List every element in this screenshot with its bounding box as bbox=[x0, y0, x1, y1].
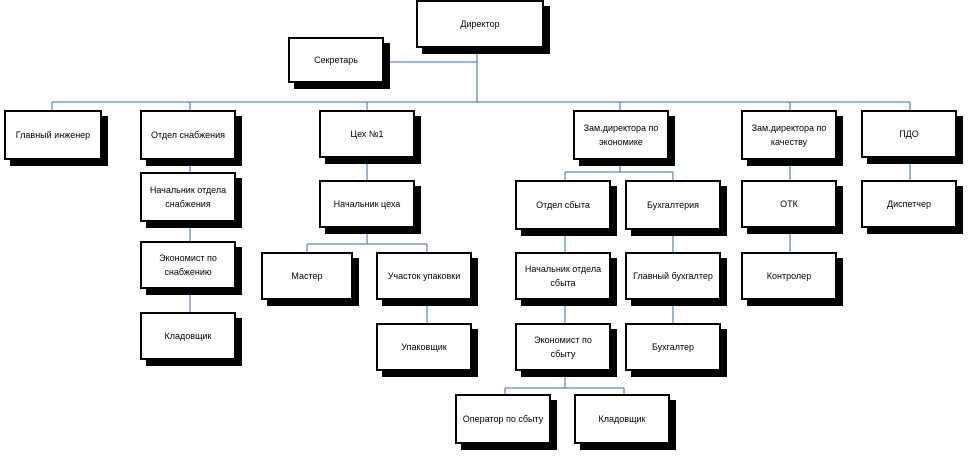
node-controller: Контролер bbox=[741, 252, 837, 300]
node-sales-dept: Отдел сбыта bbox=[515, 180, 611, 230]
node-accounting: Бухгалтерия bbox=[625, 180, 721, 230]
node-dispatcher: Диспетчер bbox=[861, 180, 957, 228]
node-packer: Упаковщик bbox=[376, 323, 472, 371]
node-deputy-quality: Зам.директора по качеству bbox=[741, 110, 837, 160]
node-supply-storekeeper: Кладовщик bbox=[140, 312, 236, 360]
node-accountant: Бухгалтер bbox=[625, 323, 721, 371]
node-master: Мастер bbox=[261, 252, 353, 300]
node-packing-area: Участок упаковки bbox=[376, 252, 472, 300]
node-workshop-head: Начальник цеха bbox=[319, 180, 415, 228]
node-sales-head: Начальник отдела сбыта bbox=[515, 252, 611, 300]
node-chief-engineer: Главный инженер bbox=[4, 110, 102, 160]
node-secretary: Секретарь bbox=[288, 37, 384, 83]
node-supply-economist: Экономист по снабжению bbox=[140, 241, 236, 289]
node-pdo: ПДО bbox=[861, 110, 957, 158]
node-supply-head: Начальник отдела снабжения bbox=[140, 172, 236, 222]
node-workshop: Цех №1 bbox=[319, 110, 415, 158]
node-otk: ОТК bbox=[741, 180, 837, 228]
node-chief-accountant: Главный бухгалтер bbox=[625, 252, 721, 300]
node-supply-dept: Отдел снабжения bbox=[140, 110, 236, 160]
node-sales-economist: Экономист по сбыту bbox=[515, 323, 611, 371]
node-sales-storekeeper: Кладовщик bbox=[574, 394, 670, 444]
node-director: Директор bbox=[416, 0, 544, 48]
node-deputy-economics: Зам.директора по экономике bbox=[573, 110, 669, 160]
node-sales-operator: Оператор по сбыту bbox=[455, 394, 551, 444]
